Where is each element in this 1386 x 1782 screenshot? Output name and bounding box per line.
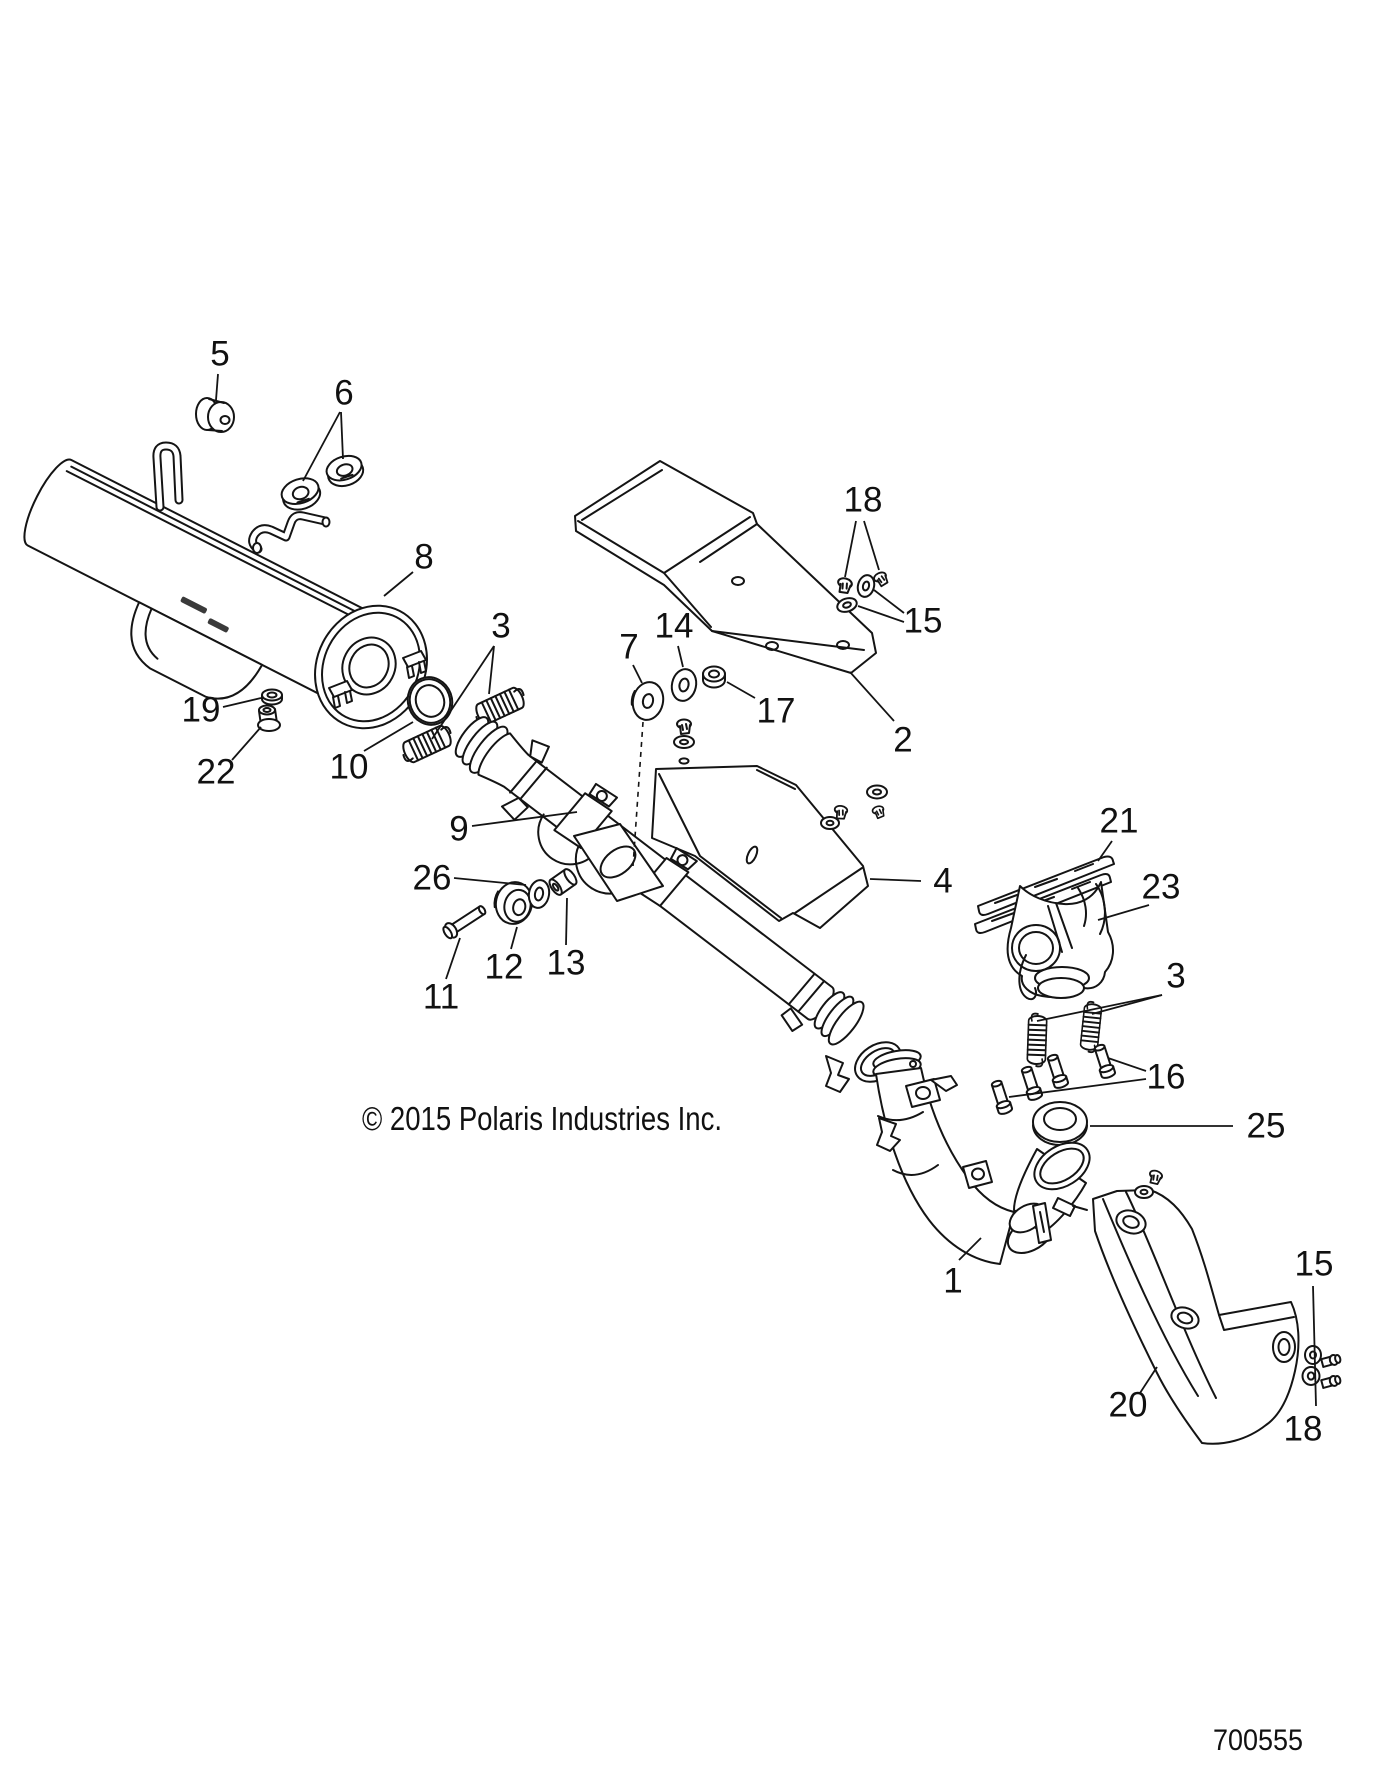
leader-20 [1139, 1366, 1158, 1394]
manifold-bolt [1091, 1042, 1117, 1081]
muffler-stamp-mark [180, 596, 229, 633]
rear-shield-fasteners [834, 569, 891, 613]
leader-26 [453, 877, 527, 886]
leader-16 [1107, 1057, 1147, 1072]
leader-22 [231, 726, 262, 761]
front-shield-fasteners [1134, 1168, 1342, 1389]
leader-8 [383, 571, 414, 597]
callout-14: 14 [655, 607, 694, 646]
callout-2: 2 [893, 721, 912, 760]
exhaust-spring [1026, 1012, 1048, 1068]
pipe-end-hook [825, 1055, 850, 1093]
leader-15-upper [857, 605, 905, 623]
callout-5: 5 [210, 335, 229, 374]
callout-18-upper: 18 [844, 481, 883, 520]
leader-10 [363, 721, 414, 752]
rubber-grommet-7 [630, 681, 665, 721]
leader-15-upper [873, 589, 905, 614]
callout-22: 22 [197, 753, 236, 792]
leader-5 [215, 373, 219, 401]
leader-4 [869, 878, 922, 882]
leader-2 [849, 671, 895, 722]
callout-25: 25 [1247, 1107, 1286, 1146]
callout-18-lower: 18 [1284, 1410, 1323, 1449]
leader-21 [1097, 840, 1113, 862]
seal-ring-25 [1032, 1101, 1088, 1146]
leader-9 [471, 811, 578, 827]
callout-13: 13 [547, 944, 586, 983]
exhaust-gasket-10 [406, 676, 454, 726]
leader-14 [677, 645, 684, 668]
exhaust-manifold-23 [1006, 881, 1114, 1001]
muffler [23, 441, 428, 730]
leader-6 [302, 411, 341, 482]
leader-16 [1008, 1078, 1147, 1098]
mount-clamp-6 [280, 477, 322, 511]
callout-26: 26 [413, 859, 452, 898]
callout-11: 11 [423, 978, 459, 1017]
callout-16: 16 [1147, 1058, 1186, 1097]
leader-3-upper [431, 645, 495, 740]
callout-15-upper: 15 [904, 602, 943, 641]
leader-3-lower [1036, 994, 1163, 1022]
leader-18-upper [863, 520, 880, 571]
manifold-bolt [1044, 1052, 1070, 1091]
callout-19: 19 [182, 691, 221, 730]
flange-nut-17 [702, 665, 726, 689]
leader-3-upper [488, 645, 495, 695]
rear-heat-shield [574, 460, 877, 674]
exhaust-spring [397, 721, 457, 767]
front-heat-shield-20 [1092, 1189, 1300, 1445]
lock-nut-19 [261, 688, 283, 706]
diagram-number: 700555 [1213, 1724, 1303, 1757]
callout-12: 12 [485, 948, 524, 987]
spacer-22 [257, 704, 281, 732]
callout-17: 17 [757, 692, 796, 731]
callout-1: 1 [943, 1262, 962, 1301]
leader-6 [340, 411, 344, 460]
washer-26 [527, 879, 551, 909]
callout-8: 8 [414, 538, 433, 577]
callout-10: 10 [330, 748, 369, 787]
leader-13 [565, 897, 568, 946]
front-pipe-1 [872, 1049, 1091, 1265]
callout-4: 4 [933, 862, 952, 901]
leader-7 [632, 721, 644, 867]
callout-20: 20 [1109, 1386, 1148, 1425]
leader-18-upper [844, 520, 857, 578]
callout-3-upper: 3 [491, 607, 510, 646]
mid-shield-fasteners [673, 718, 888, 830]
spacer-13 [548, 868, 578, 896]
bushing-12 [493, 881, 534, 925]
grommet-5 [195, 397, 235, 433]
cap-lug [328, 680, 353, 709]
washer-14 [670, 668, 698, 702]
cap-lug [402, 650, 427, 679]
pipe-bracket-plate [573, 823, 664, 902]
callout-9: 9 [449, 810, 468, 849]
leader-7 [632, 664, 643, 684]
mount-clamp-6 [325, 454, 365, 488]
manifold-gasket-21 [977, 855, 1115, 916]
callout-3-lower: 3 [1166, 957, 1185, 996]
callout-21: 21 [1100, 802, 1139, 841]
muffler-hanger-hook [152, 441, 184, 512]
callout-15-lower: 15 [1295, 1245, 1334, 1284]
leader-17 [726, 681, 756, 699]
leader-1 [958, 1237, 982, 1261]
muffler-mount-rod [248, 511, 331, 554]
bolt-11 [442, 905, 487, 940]
copyright-text: © 2015 Polaris Industries Inc. [362, 1100, 722, 1137]
callout-23: 23 [1142, 868, 1181, 907]
leader-11 [445, 937, 461, 980]
leader-15-lower [1312, 1285, 1317, 1407]
leader-23 [1097, 904, 1150, 921]
leader-19 [222, 697, 262, 708]
leader-12 [510, 926, 518, 950]
callout-7: 7 [619, 628, 638, 667]
callout-6: 6 [334, 374, 353, 413]
